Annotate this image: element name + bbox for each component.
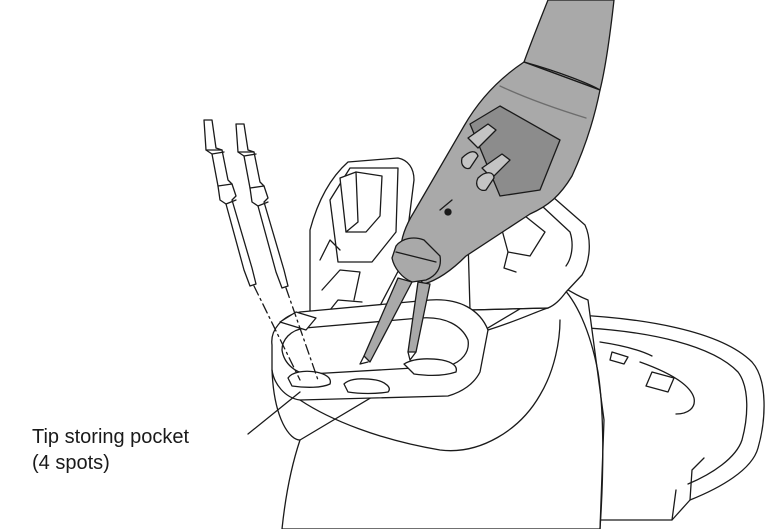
spare-tips (203, 119, 319, 381)
callout-leader (247, 391, 301, 435)
iron-tip-left (363, 277, 413, 363)
stand-base (559, 314, 765, 521)
holder-body (281, 157, 605, 529)
iron-collar (391, 237, 442, 283)
tip-storing-pockets (271, 299, 561, 452)
callout-line-1: Tip storing pocket (32, 426, 190, 448)
pocket-slot (403, 358, 458, 376)
soldering-iron (359, 0, 615, 365)
pocket-slot (343, 378, 390, 395)
tip-storing-pocket-label: Tip storing pocket (4 spots) (32, 424, 189, 476)
pocket-slot (287, 370, 332, 388)
insertion-guide-1 (253, 285, 301, 381)
insertion-guide-2 (285, 287, 319, 381)
callout-line-2: (4 spots) (32, 452, 110, 474)
